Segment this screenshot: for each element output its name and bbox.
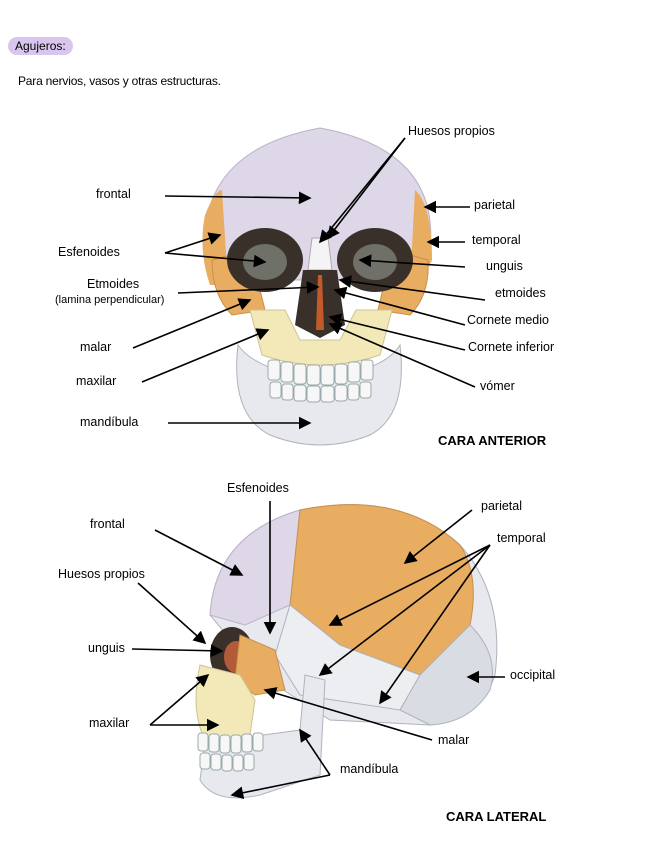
label-mandibula: mandíbula [80,415,138,429]
intro-text: Para nervios, vasos y otras estructuras. [18,74,221,88]
caption-anterior: CARA ANTERIOR [438,433,546,448]
label-lat-occipital: occipital [510,668,555,682]
label-cornete-medio: Cornete medio [467,313,549,327]
label-lat-maxilar: maxilar [89,716,129,730]
label-cornete-inferior: Cornete inferior [468,340,554,354]
label-maxilar: maxilar [76,374,116,388]
label-lat-esfenoides: Esfenoides [227,481,289,495]
label-etmoides-left: Etmoides [87,277,139,291]
label-lat-unguis: unguis [88,641,125,655]
label-lat-frontal: frontal [90,517,125,531]
label-frontal: frontal [96,187,131,201]
label-lat-temporal: temporal [497,531,546,545]
label-lat-parietal: parietal [481,499,522,513]
label-lat-mandibula: mandíbula [340,762,398,776]
label-vomer: vómer [480,379,515,393]
label-etmoides-note: (lamina perpendicular) [55,294,164,306]
label-malar: malar [80,340,111,354]
label-temporal: temporal [472,233,521,247]
label-unguis: unguis [486,259,523,273]
lateral-figure: Esfenoides parietal frontal temporal Hue… [0,475,646,835]
label-huesos-propios: Huesos propios [408,124,495,138]
label-lat-huesos-propios: Huesos propios [58,567,145,581]
label-lat-malar: malar [438,733,469,747]
caption-lateral: CARA LATERAL [446,809,546,824]
label-etmoides-right: etmoides [495,286,546,300]
anterior-figure: Huesos propios frontal parietal Esfenoid… [0,110,646,460]
label-parietal: parietal [474,198,515,212]
section-tag: Agujeros: [8,37,73,55]
label-esfenoides: Esfenoides [58,245,120,259]
